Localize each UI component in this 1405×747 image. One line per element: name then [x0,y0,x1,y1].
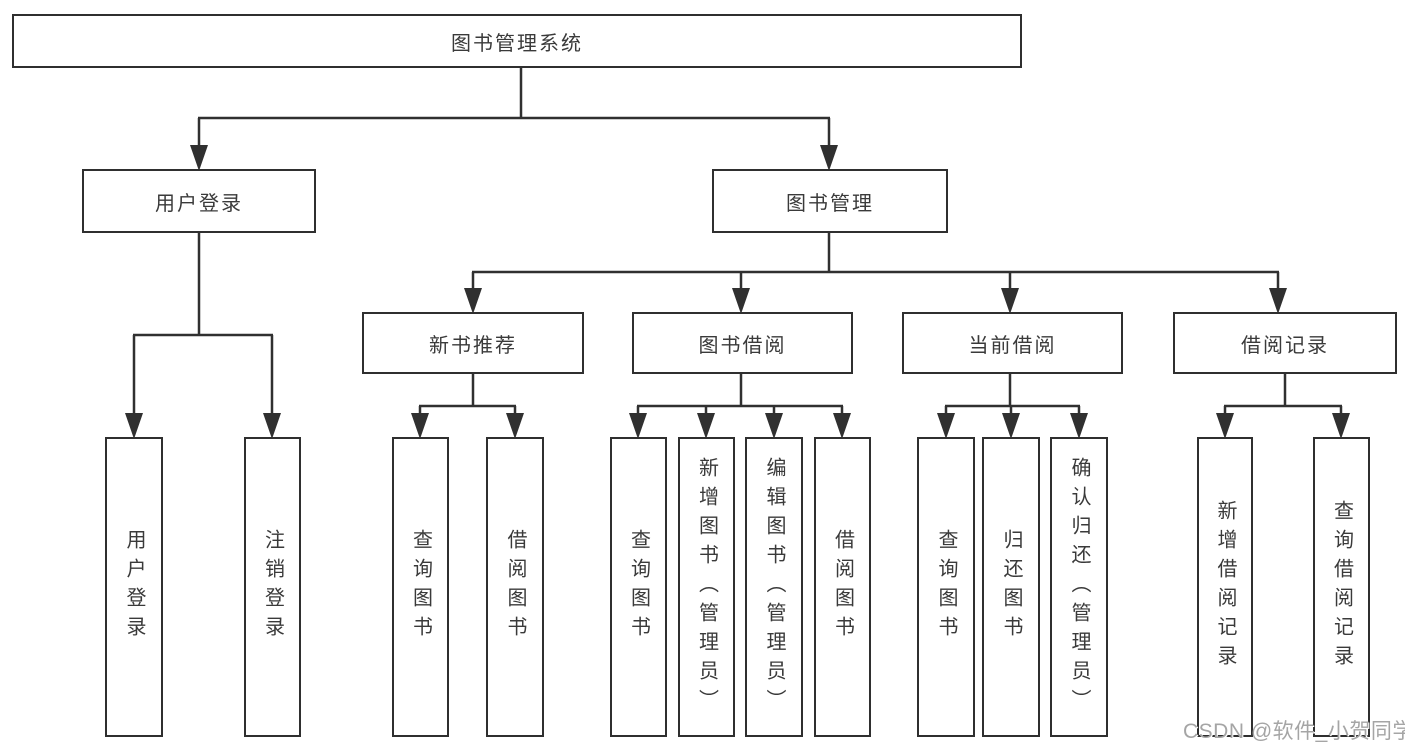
node-label: 用户登录 [155,192,243,215]
node-label: 借阅图书 [504,529,526,645]
leaf-logout: 注销登录 [244,437,301,737]
leaf-user-login: 用户登录 [105,437,163,737]
leaf-query-books-current: 查询图书 [917,437,975,737]
node-library-management-system: 图书管理系统 [12,14,1022,68]
connector-arrowheads [125,145,1350,439]
node-label: 借阅图书 [831,529,854,645]
leaf-borrow-books-borrowing: 借阅图书 [814,437,871,737]
leaf-edit-books-admin: 编辑图书（管理员） [745,437,803,737]
node-label: 注销登录 [261,529,284,645]
node-book-borrowing: 图书借阅 [632,312,853,374]
leaf-add-borrow-record: 新增借阅记录 [1197,437,1253,737]
connector-segments [132,68,1343,416]
node-label: 编辑图书（管理员） [763,456,785,718]
node-current-borrowing: 当前借阅 [902,312,1123,374]
node-label: 图书管理 [786,192,874,215]
leaf-add-books-admin: 新增图书（管理员） [678,437,735,737]
node-label: 当前借阅 [968,334,1057,357]
node-label: 确认归还（管理员） [1068,456,1090,718]
leaf-borrow-books-recommend: 借阅图书 [486,437,544,737]
node-label: 用户登录 [123,529,145,645]
watermark-text: CSDN @软件_小贺同学 [1183,720,1405,743]
node-label: 图书借阅 [698,334,787,357]
node-user-login: 用户登录 [82,169,316,233]
leaf-query-books-recommend: 查询图书 [392,437,449,737]
node-label: 归还图书 [1000,529,1022,645]
node-label: 图书管理系统 [451,32,583,55]
node-label: 查询图书 [935,529,957,645]
node-label: 查询借阅记录 [1330,500,1353,674]
leaf-query-books-borrowing: 查询图书 [610,437,667,737]
node-label: 查询图书 [409,529,432,645]
leaf-query-borrow-record: 查询借阅记录 [1313,437,1370,737]
node-book-management: 图书管理 [712,169,948,233]
node-label: 新增借阅记录 [1214,500,1236,674]
leaf-confirm-return-admin: 确认归还（管理员） [1050,437,1108,737]
node-label: 借阅记录 [1241,334,1329,357]
leaf-return-books: 归还图书 [982,437,1040,737]
node-label: 新书推荐 [429,334,517,357]
node-borrowing-records: 借阅记录 [1173,312,1397,374]
node-label: 新增图书（管理员） [695,456,718,718]
node-label: 查询图书 [627,529,650,645]
node-new-book-recommend: 新书推荐 [362,312,584,374]
